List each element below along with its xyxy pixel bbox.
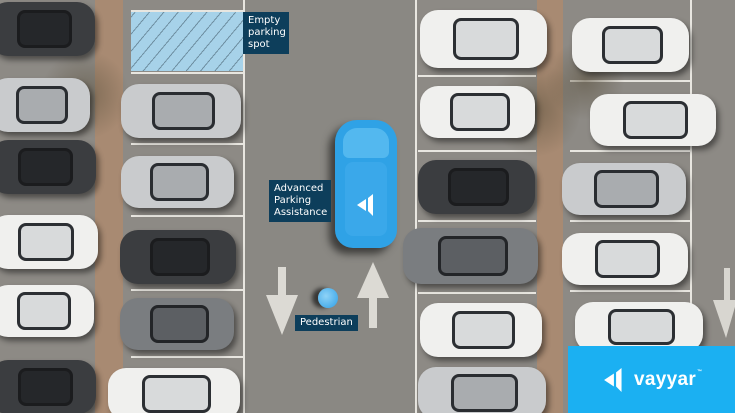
label-line: Parking: [274, 195, 312, 206]
assisted-car: [335, 120, 397, 248]
parked-car: [420, 86, 535, 138]
down-arrow-marking: [266, 267, 298, 335]
parked-car: [121, 156, 234, 208]
brand-name: vayyar™: [634, 369, 703, 390]
parked-car: [562, 233, 688, 285]
parked-car: [0, 285, 94, 337]
vayyar-logo-icon: [604, 368, 622, 392]
parked-car: [403, 228, 538, 284]
parking-line: [690, 0, 692, 413]
parking-line: [415, 0, 417, 413]
label-line: Assistance: [274, 207, 328, 218]
down-arrow-marking: [713, 268, 735, 338]
parking-line: [418, 220, 536, 222]
parked-car: [418, 367, 546, 413]
up-arrow-marking: [357, 262, 389, 328]
parked-car: [562, 163, 686, 215]
empty-parking-label: Empty parking spot: [243, 12, 289, 54]
parking-line: [570, 220, 690, 222]
parked-car: [0, 360, 96, 413]
parked-car: [572, 18, 689, 72]
parking-assistance-label: Advanced Parking Assistance: [269, 180, 331, 222]
parked-car: [0, 78, 90, 132]
parked-car: [418, 160, 535, 214]
parked-car: [575, 302, 703, 352]
parking-line: [570, 150, 690, 152]
pedestrian-label: Pedestrian: [295, 315, 358, 331]
vayyar-logo-icon: [357, 194, 373, 216]
parked-car: [0, 140, 96, 194]
parking-line: [131, 356, 243, 358]
parking-line: [418, 75, 536, 77]
parking-line: [131, 72, 243, 74]
parking-line: [243, 0, 245, 413]
parking-line: [418, 150, 536, 152]
parked-car: [0, 215, 98, 269]
parked-car: [121, 84, 241, 138]
parked-car: [420, 10, 547, 68]
parking-line: [131, 143, 243, 145]
parking-line: [131, 10, 243, 12]
parked-car: [0, 2, 95, 56]
parking-line: [570, 80, 690, 82]
label-line: Empty: [248, 15, 281, 26]
label-line: spot: [248, 39, 270, 50]
parked-car: [590, 94, 716, 146]
parking-line: [131, 215, 243, 217]
empty-parking-spot: [131, 12, 243, 71]
pedestrian-marker: [318, 288, 338, 308]
parking-line: [131, 289, 243, 291]
label-line: parking: [248, 27, 286, 38]
parked-car: [108, 368, 240, 413]
vayyar-brand-box: vayyar™: [568, 346, 735, 413]
parking-line: [570, 290, 690, 292]
parked-car: [120, 230, 236, 284]
parking-line: [418, 292, 536, 294]
parked-car: [120, 298, 234, 350]
parked-car: [420, 303, 542, 357]
label-line: Advanced: [274, 183, 324, 194]
